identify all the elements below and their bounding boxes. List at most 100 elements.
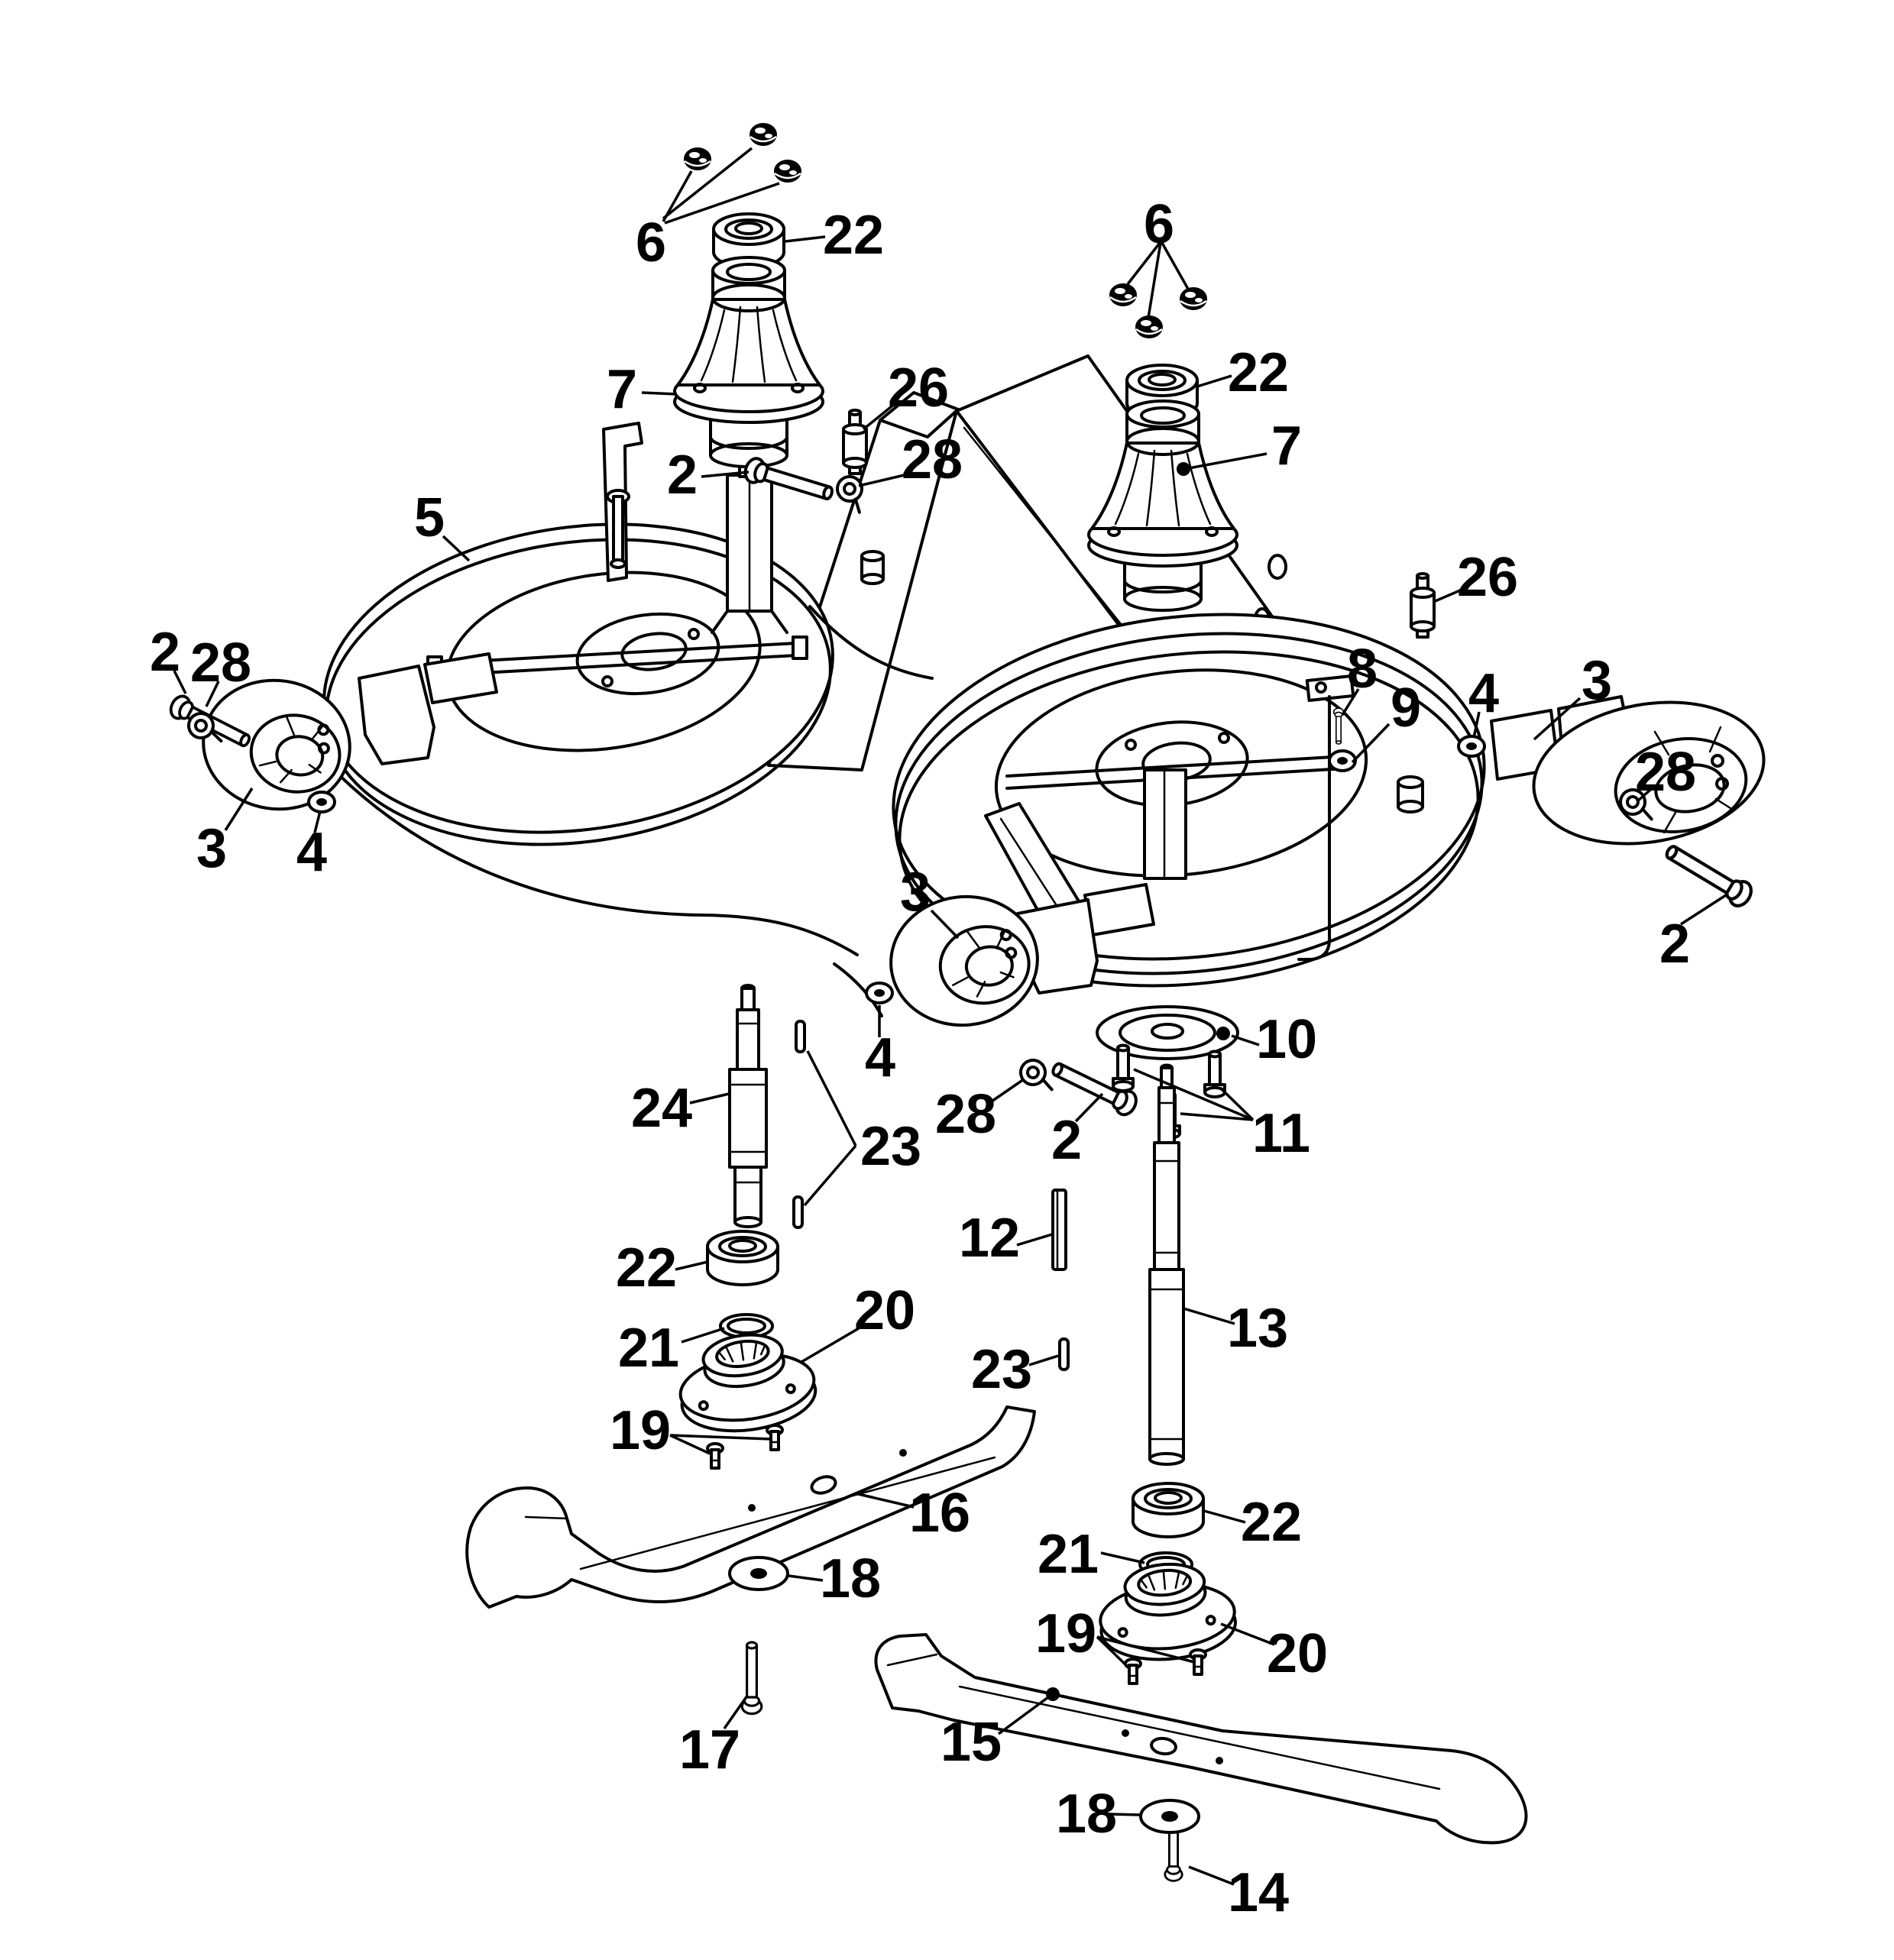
leader-line-19-right: [1096, 1635, 1195, 1664]
screw-19: [706, 1442, 724, 1470]
leader-line-20-right: [1220, 1622, 1275, 1646]
leader-line-18-right: [1109, 1813, 1141, 1816]
callout-8: 8: [1347, 639, 1378, 700]
lock-nut-4: [865, 982, 894, 1004]
leader-line-22-left-top: [785, 235, 826, 243]
callout-19-left: 19: [610, 1400, 671, 1461]
leader-line-17: [723, 1694, 749, 1730]
leader-line-2-mid: [1074, 1092, 1104, 1123]
callout-21-left: 21: [618, 1318, 679, 1379]
lock-nut-4: [1457, 735, 1486, 758]
leader-line-28-mid: [986, 1078, 1025, 1106]
callout-2-right: 2: [1659, 914, 1690, 975]
leader-line-28-left: [205, 681, 220, 707]
leader-line-23-right: [1028, 1354, 1059, 1367]
leader-line-11: [1133, 1068, 1254, 1121]
callout-2-left: 2: [150, 622, 180, 683]
mower-blade-15: [874, 1633, 1528, 1845]
callout-17: 17: [679, 1719, 740, 1780]
leader-line-4-right: [1472, 711, 1481, 739]
leader-line-13: [1183, 1307, 1235, 1325]
leader-line-3-left: [224, 788, 254, 831]
washer-18: [1139, 1799, 1200, 1834]
leader-line-20-left: [801, 1327, 860, 1363]
deck-post: [860, 550, 885, 585]
leader-line-6-left: [664, 182, 780, 225]
leader-line-22-mid: [675, 1260, 708, 1271]
leader-line-21-right: [1100, 1551, 1145, 1564]
leader-line-10: [1231, 1034, 1260, 1046]
blade-shaft-24: [728, 984, 768, 1228]
leader-line-26-top: [862, 402, 897, 431]
leader-line-2-right: [1680, 892, 1729, 926]
callout-15: 15: [941, 1712, 1002, 1773]
callout-6-left: 6: [636, 212, 666, 273]
washer-18: [728, 1556, 789, 1591]
leader-line-26-right: [1433, 587, 1466, 603]
leader-line-6-right: [1161, 242, 1190, 291]
pointer-dot-15: [1046, 1687, 1060, 1701]
deck-waist: [808, 605, 934, 680]
callout-23-mid: 23: [860, 1116, 921, 1177]
shoulder-pin-26: [842, 409, 868, 475]
callout-26-right: 26: [1457, 547, 1518, 608]
shoulder-pin-26: [1410, 572, 1436, 639]
callout-20-left: 20: [854, 1280, 915, 1341]
callout-16: 16: [909, 1483, 970, 1544]
callout-7-left: 7: [607, 359, 637, 420]
leader-line-2-top: [701, 471, 750, 478]
spindle-housing-7: [673, 256, 824, 468]
flange-housing-20: [678, 1333, 817, 1433]
callout-6-right: 6: [1144, 194, 1174, 255]
leader-line-16: [854, 1492, 915, 1509]
leader-line-6-left: [662, 147, 753, 220]
leader-line-23-mid: [803, 1144, 857, 1207]
bearing-22: [706, 1230, 779, 1286]
callout-22-left-top: 22: [823, 205, 884, 266]
leader-line-24: [689, 1092, 730, 1105]
flange-nut-6: [1108, 282, 1138, 308]
leader-line-15: [997, 1696, 1050, 1735]
leader-line-28-top: [858, 472, 911, 487]
leader-line-19-left: [669, 1434, 772, 1441]
square-key-23: [795, 1020, 806, 1053]
deck-channel: [1143, 768, 1187, 880]
square-key-23: [1058, 1337, 1070, 1371]
flange-nut-6: [1134, 314, 1164, 340]
deck-assembly: [193, 354, 1766, 1034]
callout-23-right: 23: [971, 1339, 1032, 1400]
callout-12: 12: [959, 1208, 1020, 1269]
hex-bolt-2: [1662, 839, 1756, 910]
deck-apron: [332, 768, 859, 956]
leader-line-12: [1016, 1233, 1053, 1247]
leader-line-11: [1219, 1086, 1255, 1121]
flange-nut-6: [748, 121, 779, 147]
flange-nut-6: [772, 158, 803, 184]
pointer-dot-7-right: [1177, 462, 1190, 476]
callout-22-right-top: 22: [1228, 342, 1289, 403]
leader-line-14: [1188, 1865, 1235, 1886]
callout-3-bottom: 3: [900, 862, 931, 923]
callout-26-top: 26: [888, 357, 949, 419]
callout-22-mid: 22: [616, 1237, 677, 1299]
leader-line-22-right-bottom: [1203, 1509, 1246, 1524]
leader-line-5: [442, 535, 471, 562]
hanger-rod: [1297, 674, 1355, 961]
leader-line-2-left: [173, 670, 187, 694]
callout-18-left: 18: [820, 1548, 881, 1609]
caster-left: [193, 652, 498, 820]
caster-bottom: [882, 883, 1155, 1034]
callout-5: 5: [414, 487, 445, 548]
leader-line-11: [1180, 1112, 1254, 1121]
callout-28-mid: 28: [935, 1084, 996, 1145]
leader-line-8: [1341, 688, 1360, 716]
leader-line-22-right-top: [1196, 374, 1232, 388]
screw-19: [766, 1424, 784, 1451]
callout-19-right: 19: [1035, 1603, 1096, 1664]
leader-line-19-right: [1096, 1635, 1132, 1671]
flange-nut-6: [1178, 286, 1209, 312]
square-key-23: [792, 1195, 804, 1229]
callout-4-right: 4: [1468, 663, 1499, 724]
